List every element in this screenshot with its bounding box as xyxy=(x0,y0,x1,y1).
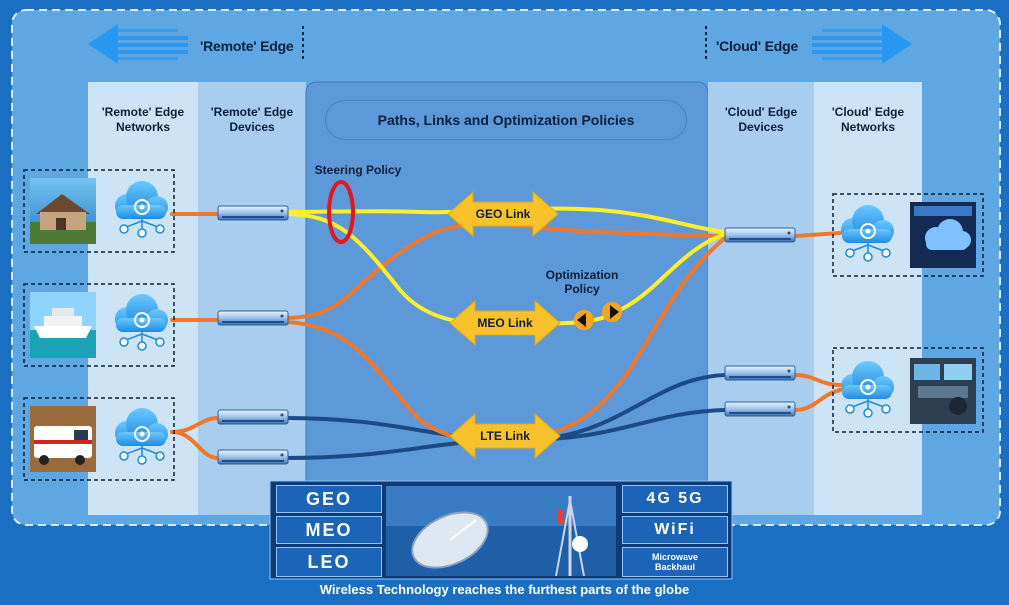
cloud-edge-device-icon-2 xyxy=(724,365,796,381)
steering-policy-label: Steering Policy xyxy=(314,163,402,177)
remote-edge-arrow-icon xyxy=(88,24,188,64)
remote-devices-header: 'Remote' Edge Devices xyxy=(198,105,306,135)
center-panel xyxy=(305,81,709,516)
optimization-policy-line1: Optimization xyxy=(545,268,619,282)
cloud-networks-header-line1: 'Cloud' Edge xyxy=(831,105,905,119)
steering-policy-ring-icon xyxy=(327,180,355,244)
tech-microwave: Microwave Backhaul xyxy=(622,547,728,577)
cloud-edge-arrow-icon xyxy=(812,24,912,64)
optimization-arrows-icon xyxy=(574,302,622,330)
geo-link-label: GEO Link xyxy=(475,207,531,221)
remote-edge-device-icon-1 xyxy=(217,205,289,221)
remote-networks-header: 'Remote' Edge Networks xyxy=(88,105,198,135)
lte-link-label: LTE Link xyxy=(480,429,530,443)
remote-edge-device-icon-2 xyxy=(217,310,289,326)
cloud-devices-panel xyxy=(708,82,814,515)
operations-center-photo-icon xyxy=(910,358,976,424)
remote-devices-header-line2: Devices xyxy=(229,120,275,134)
optimization-policy-line2: Policy xyxy=(564,282,600,296)
cloud-edge-device-icon-3 xyxy=(724,401,796,417)
cloud-networks-header-line2: Networks xyxy=(840,120,896,134)
center-title: Paths, Links and Optimization Policies xyxy=(325,100,687,140)
bottom-caption: Wireless Technology reaches the furthest… xyxy=(319,582,690,597)
tech-microwave-line2: Backhaul xyxy=(654,562,696,572)
meo-link-label: MEO Link xyxy=(477,316,533,330)
remote-devices-header-line1: 'Remote' Edge xyxy=(210,105,294,119)
house-photo-icon xyxy=(30,178,96,244)
remote-devices-panel xyxy=(198,82,306,515)
ambulance-photo-icon xyxy=(30,406,96,472)
cloud-edge-label: 'Cloud' Edge xyxy=(716,38,799,54)
remote-networks-header-line2: Networks xyxy=(115,120,171,134)
tech-4g5g: 4G 5G xyxy=(622,485,728,513)
cloud-networks-header: 'Cloud' Edge Networks xyxy=(814,105,922,135)
cloud-networks-panel xyxy=(814,82,922,515)
cloud-devices-header: 'Cloud' Edge Devices xyxy=(708,105,814,135)
satellite-dish-photo-icon xyxy=(386,486,616,577)
tech-meo: MEO xyxy=(276,516,382,544)
tech-leo: LEO xyxy=(276,547,382,577)
remote-edge-device-icon-3 xyxy=(217,409,289,425)
cloud-devices-header-line1: 'Cloud' Edge xyxy=(724,105,798,119)
remote-networks-header-line1: 'Remote' Edge xyxy=(101,105,185,119)
cloud-edge-device-icon-1 xyxy=(724,227,796,243)
tech-wifi: WiFi xyxy=(622,516,728,544)
tech-microwave-line1: Microwave xyxy=(651,552,699,562)
remote-edge-device-icon-4 xyxy=(217,449,289,465)
tech-geo: GEO xyxy=(276,485,382,513)
optimization-policy-label: Optimization Policy xyxy=(532,268,632,296)
cloud-devices-header-line2: Devices xyxy=(738,120,784,134)
cloud-datacenter-photo-icon xyxy=(910,202,976,268)
cruise-ship-photo-icon xyxy=(30,292,96,358)
remote-edge-label: 'Remote' Edge xyxy=(200,38,294,54)
